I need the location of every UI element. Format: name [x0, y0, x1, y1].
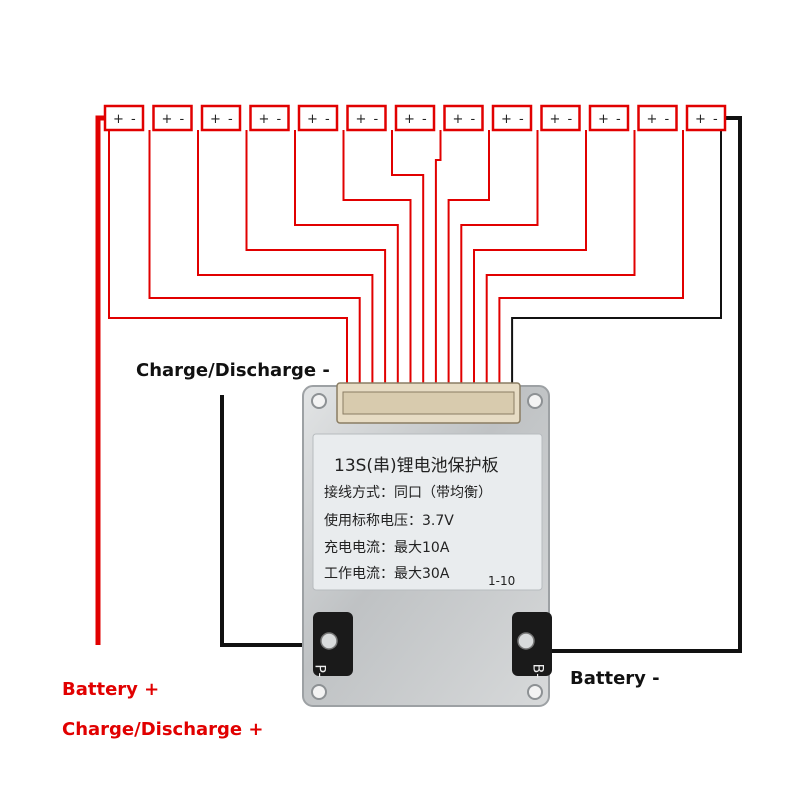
balance-lead [498, 130, 684, 390]
cell-plus-label: + [113, 112, 124, 127]
balance-lead [511, 130, 722, 390]
mount-hole [527, 393, 543, 409]
cell-minus-label: - [131, 112, 136, 127]
battery-cell: +- [297, 104, 339, 132]
cell-outline [394, 104, 436, 132]
battery-cell: +- [152, 104, 193, 132]
cell-outline [540, 104, 581, 132]
cell-plus-label: + [307, 112, 318, 127]
cell-outline [637, 104, 678, 132]
battery-cell: +- [394, 104, 436, 132]
cell-minus-label: - [422, 112, 427, 127]
battery-cell: +- [200, 104, 242, 132]
cell-minus-label: - [228, 112, 233, 127]
balance-lead [148, 130, 361, 390]
connector-slot [342, 391, 515, 415]
charge-discharge-negative-wire [220, 395, 329, 647]
cell-outline [103, 104, 145, 132]
cell-plus-label: + [162, 112, 173, 127]
pad-p-screw [320, 632, 338, 650]
balance-wires [95, 115, 742, 653]
cell-minus-label: - [325, 112, 330, 127]
cell-outline [152, 104, 193, 132]
balance-lead [460, 130, 539, 390]
balance-lead [391, 130, 425, 390]
cell-plus-label: + [356, 112, 367, 127]
cell-plus-label: + [210, 112, 221, 127]
cell-minus-label: - [471, 112, 476, 127]
battery-cell: +- [540, 104, 581, 132]
balance-lead [245, 130, 387, 390]
battery-cell: +- [443, 104, 484, 132]
cell-minus-label: - [665, 112, 670, 127]
cell-plus-label: + [647, 112, 658, 127]
cell-plus-label: + [453, 112, 464, 127]
cell-minus-label: - [519, 112, 524, 127]
battery-cell: +- [637, 104, 678, 132]
balance-lead [108, 130, 348, 390]
cell-minus-label: - [713, 112, 718, 127]
charge-discharge-negative-label: Charge/Discharge - [136, 360, 330, 381]
cell-outline [297, 104, 339, 132]
cell-plus-label: + [550, 112, 561, 127]
cell-outline [685, 104, 727, 132]
balance-lead [197, 130, 374, 390]
cell-plus-label: + [404, 112, 415, 127]
battery-cell-row: +-+-+-+-+-+-+-+-+-+-+-+-+- [103, 104, 727, 132]
battery-cell: +- [346, 104, 387, 132]
mount-hole [311, 393, 327, 409]
battery-cell: +- [685, 104, 727, 132]
battery-cell: +- [103, 104, 145, 132]
battery-positive-wire [95, 115, 105, 645]
board-sticker [312, 433, 543, 591]
pad-b-screw [517, 632, 535, 650]
protection-board [302, 382, 552, 707]
cell-plus-label: + [695, 112, 706, 127]
battery-cell: +- [491, 104, 533, 132]
cell-minus-label: - [568, 112, 573, 127]
cell-minus-label: - [180, 112, 185, 127]
cell-minus-label: - [616, 112, 621, 127]
cell-minus-label: - [374, 112, 379, 127]
battery-cell: +- [588, 104, 630, 132]
balance-lead [342, 130, 412, 390]
battery-negative-label: Battery - [570, 668, 660, 689]
cell-outline [249, 104, 290, 132]
battery-positive-label: Battery + [62, 679, 160, 700]
cell-plus-label: + [598, 112, 609, 127]
cell-outline [491, 104, 533, 132]
mount-hole [311, 684, 327, 700]
cell-plus-label: + [501, 112, 512, 127]
cell-outline [346, 104, 387, 132]
battery-negative-wire [549, 116, 742, 653]
balance-lead [294, 130, 399, 390]
balance-lead [447, 130, 490, 390]
balance-lead [473, 130, 587, 390]
cell-minus-label: - [277, 112, 282, 127]
balance-lead [485, 130, 636, 390]
cell-outline [443, 104, 484, 132]
cell-outline [588, 104, 630, 132]
battery-cell: +- [249, 104, 290, 132]
charge-discharge-positive-label: Charge/Discharge + [62, 719, 264, 740]
cell-outline [200, 104, 242, 132]
mount-hole [527, 684, 543, 700]
cell-plus-label: + [259, 112, 270, 127]
balance-lead [434, 130, 442, 390]
